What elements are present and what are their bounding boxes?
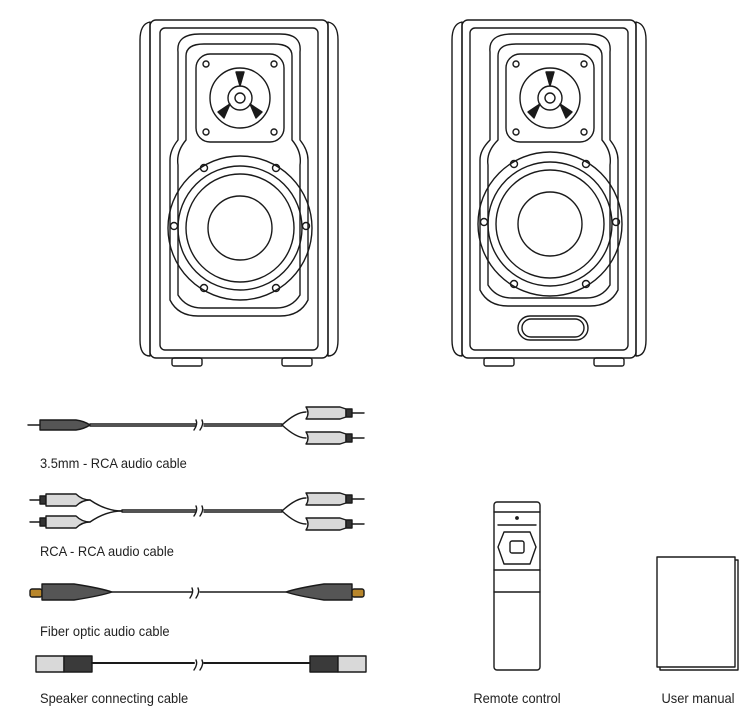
remote-control-icon: [493, 501, 541, 671]
caption-fiber-cable: Fiber optic audio cable: [40, 623, 170, 639]
speaker-left-icon: [139, 19, 339, 367]
caption-remote-control: Remote control: [473, 690, 561, 706]
caption-user-manual: User manual: [661, 690, 735, 706]
cable-35mm-rca-icon: [27, 406, 365, 445]
cable-rca-rca-icon: [29, 492, 365, 531]
caption-rca-rca-cable: RCA - RCA audio cable: [40, 543, 174, 559]
speaker-right-icon: [451, 19, 647, 367]
caption-speaker-cable: Speaker connecting cable: [40, 690, 189, 706]
user-manual-icon: [656, 556, 739, 671]
cable-fiber-icon: [29, 583, 365, 601]
cable-speaker-icon: [35, 655, 367, 673]
caption-35mm-rca-cable: 3.5mm - RCA audio cable: [40, 455, 187, 471]
